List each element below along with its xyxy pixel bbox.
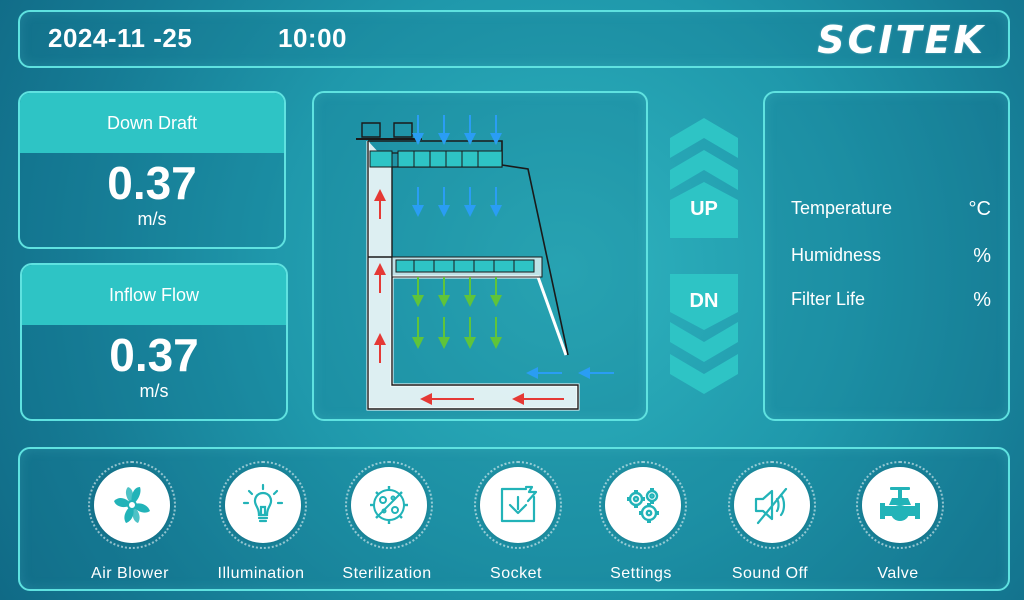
filter-life-unit: % bbox=[973, 289, 991, 311]
airflow-diagram bbox=[312, 91, 648, 421]
sound-off-icon bbox=[754, 487, 788, 525]
chevron-up-icon[interactable] bbox=[670, 150, 738, 194]
button-disc bbox=[94, 467, 170, 543]
chevron-down-icon[interactable] bbox=[670, 350, 738, 394]
inflow-flow-value: 0.37 bbox=[109, 329, 199, 381]
valve-button[interactable]: Valve bbox=[838, 449, 958, 589]
fan-icon bbox=[114, 487, 150, 523]
socket-button[interactable]: Socket bbox=[456, 449, 576, 589]
sensor-panel: Temperature °C Humidness % Filter Life % bbox=[763, 91, 1010, 421]
cabinet-airflow-illustration bbox=[356, 115, 614, 411]
button-disc bbox=[351, 467, 427, 543]
down-draft-label: Down Draft bbox=[20, 93, 284, 153]
valve-label: Valve bbox=[877, 565, 919, 582]
socket-icon bbox=[500, 485, 538, 523]
button-ring bbox=[856, 461, 944, 549]
inflow-flow-label: Inflow Flow bbox=[22, 265, 286, 325]
button-ring bbox=[88, 461, 176, 549]
valve-icon bbox=[880, 487, 920, 521]
sound-off-label: Sound Off bbox=[731, 565, 809, 582]
button-ring bbox=[728, 461, 816, 549]
function-toolbar: Air Blower Illumination bbox=[18, 447, 1010, 591]
up-button-label: UP bbox=[690, 198, 718, 220]
inflow-flow-unit: m/s bbox=[139, 381, 169, 401]
top-bar: 2024-11 -25 10:00 SCITEK bbox=[18, 10, 1010, 68]
down-draft-card: Down Draft 0.37 m/s bbox=[18, 91, 286, 249]
up-button[interactable] bbox=[670, 182, 738, 238]
time-display: 10:00 bbox=[278, 23, 347, 53]
gears-icon bbox=[627, 488, 659, 523]
height-adjust-control: UP DN bbox=[670, 118, 738, 394]
down-button[interactable] bbox=[670, 274, 738, 330]
illumination-label: Illumination bbox=[217, 565, 305, 582]
sound-off-button[interactable]: Sound Off bbox=[710, 449, 830, 589]
button-ring bbox=[219, 461, 307, 549]
button-disc bbox=[862, 467, 938, 543]
button-disc bbox=[605, 467, 681, 543]
down-draft-unit: m/s bbox=[137, 209, 167, 229]
date-display: 2024-11 -25 bbox=[48, 23, 193, 53]
chevron-up-icon[interactable] bbox=[670, 118, 738, 162]
lightbulb-icon bbox=[242, 483, 284, 523]
chevron-down-icon[interactable] bbox=[670, 318, 738, 362]
settings-button[interactable]: Settings bbox=[581, 449, 701, 589]
button-disc bbox=[480, 467, 556, 543]
button-ring bbox=[599, 461, 687, 549]
down-draft-value: 0.37 bbox=[107, 157, 197, 209]
button-disc bbox=[734, 467, 810, 543]
inflow-flow-card: Inflow Flow 0.37 m/s bbox=[20, 263, 288, 421]
illumination-button[interactable]: Illumination bbox=[201, 449, 321, 589]
down-button-label: DN bbox=[689, 290, 719, 312]
settings-label: Settings bbox=[610, 565, 672, 582]
filter-life-label: Filter Life bbox=[791, 289, 866, 309]
temperature-unit: °C bbox=[968, 198, 991, 220]
button-ring bbox=[345, 461, 433, 549]
socket-label: Socket bbox=[490, 565, 542, 582]
button-ring bbox=[474, 461, 562, 549]
humidness-unit: % bbox=[973, 245, 991, 267]
sterilization-label: Sterilization bbox=[342, 565, 432, 582]
sterilization-icon bbox=[370, 486, 408, 524]
temperature-label: Temperature bbox=[791, 198, 893, 218]
air-blower-button[interactable]: Air Blower bbox=[70, 449, 190, 589]
button-disc bbox=[225, 467, 301, 543]
air-blower-label: Air Blower bbox=[91, 565, 169, 582]
humidness-label: Humidness bbox=[791, 245, 882, 265]
brand-logo: SCITEK bbox=[817, 18, 986, 62]
sterilization-button[interactable]: Sterilization bbox=[327, 449, 447, 589]
